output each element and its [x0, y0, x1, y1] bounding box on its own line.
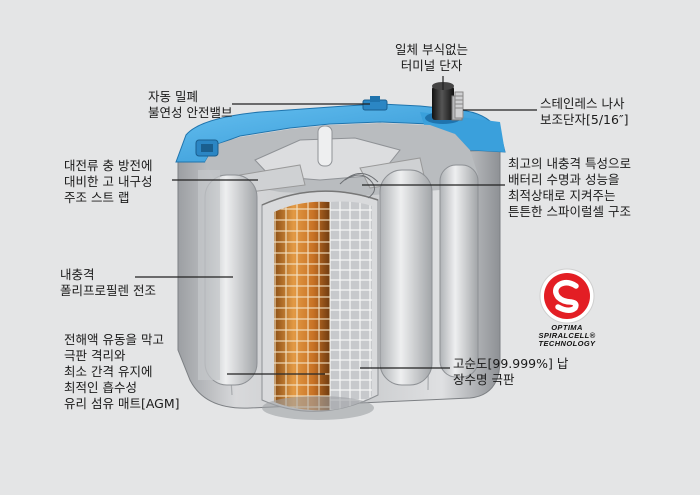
- stainless-stud: [454, 91, 464, 119]
- label-terminal: 일체 부식없는 터미널 단자: [395, 42, 468, 73]
- label-agm: 전해액 유동을 막고 극판 격리와 최소 간격 유지에 최적인 흡수성 유리 섬…: [64, 332, 180, 411]
- label-case: 내충격 폴리프로필렌 전조: [60, 267, 156, 298]
- vent-cap: [195, 139, 219, 157]
- label-valve: 자동 밀폐 불연성 안전밸브: [148, 89, 233, 120]
- label-spiral: 최고의 내충격 특성으로 배터리 수명과 성능을 최적상태로 지켜주는 튼튼한 …: [508, 156, 631, 219]
- optima-spiralcell-logo-icon: [539, 268, 595, 324]
- label-strap: 대전류 충 방전에 대비한 고 내구성 주조 스트 랩: [64, 158, 153, 205]
- optima-logo-text: OPTIMA SPIRALCELL® TECHNOLOGY: [538, 323, 596, 348]
- leader-lines: [135, 76, 537, 375]
- safety-valve: [362, 96, 388, 111]
- spiral-cell-cutaway: [261, 190, 379, 420]
- label-stainless: 스테인레스 나사 보조단자[5/16″]: [540, 96, 629, 127]
- optima-logo: OPTIMA SPIRALCELL® TECHNOLOGY: [522, 268, 612, 348]
- cast-strap: [239, 125, 426, 193]
- spiral-cell-cylinders-right: [379, 164, 479, 386]
- spiral-cell-cylinders-left: [198, 170, 258, 386]
- spiral-coil: [339, 173, 379, 199]
- label-plates: 고순도[99.999%] 납 장수명 극판: [453, 356, 569, 387]
